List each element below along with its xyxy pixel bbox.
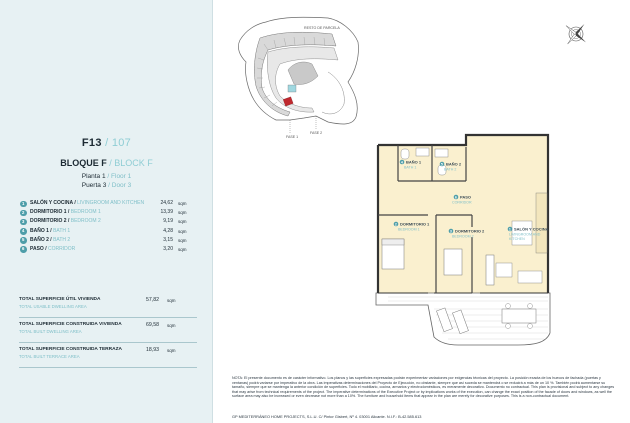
total-unit: sqm (167, 347, 176, 353)
floor-line: Planta 1 / Floor 1 (81, 173, 132, 180)
room-area-unit: sqm (178, 210, 187, 216)
room-row: 4 BAÑO 1 / BATH 1 4,28 sqm (20, 227, 198, 236)
room-area: 3,15 (163, 236, 173, 243)
plan-num: 3 (450, 229, 452, 233)
room-number-badge: 5 (20, 237, 27, 244)
block-title: BLOQUE F / BLOCK F (60, 158, 153, 168)
plan-label-en: LIVINGROOM AND (509, 233, 541, 237)
floor-plan: 4 BAÑO 1 BATH 1 5 BAÑO 2 BATH 2 6 PASO C… (375, 133, 551, 346)
total-label: TOTAL SUPERFICIE CONSTRUIDA TERRAZA (19, 347, 122, 352)
room-number-badge: 2 (20, 209, 27, 217)
disclaimer-note: NOTA: El presente documento es de caráct… (232, 376, 617, 399)
room-name-en: BATH 1 (53, 227, 71, 234)
room-number-badge: 1 (20, 200, 27, 207)
room-name: BAÑO 2 (30, 236, 49, 243)
site-fase1-label: FASE 1 (286, 135, 298, 139)
total-label-en: TOTAL USABLE DWELLING AREA (19, 304, 87, 309)
total-unit: sqm (167, 297, 176, 303)
plan-label-en: BEDROOM 2 (452, 235, 474, 239)
room-name-en: BATH 2 (53, 236, 71, 243)
room-name: BAÑO 1 (30, 227, 49, 234)
plan-label-en-2: KITCHEN (509, 237, 525, 241)
note-en: This plan is provisional and subject to … (232, 385, 615, 398)
area-totals: TOTAL SUPERFICIE ÚTIL VIVIENDA TOTAL USA… (19, 293, 197, 368)
total-label: TOTAL SUPERFICIE ÚTIL VIVIENDA (19, 297, 101, 302)
room-name: DORMITORIO 2 (30, 218, 67, 225)
room-number-badge: 4 (20, 228, 27, 235)
plan-num: 5 (441, 162, 443, 166)
unit-number: 107 (111, 137, 132, 149)
floor-label: Planta 1 (81, 173, 106, 180)
plan-num: 1 (509, 227, 511, 231)
selected-unit-marker (283, 96, 294, 107)
total-label: TOTAL SUPERFICIE CONSTRUIDA VIVIENDA (19, 322, 122, 327)
plan-num: 6 (455, 195, 457, 199)
room-row: 5 BAÑO 2 / BATH 2 3,15 sqm (20, 236, 198, 245)
info-panel: F13 / 107 BLOQUE F / BLOCK F Planta 1 / … (0, 0, 213, 423)
site-top-label: RESTO DE PARCELA (304, 26, 340, 30)
door-line: Puerta 3 / Door 3 (81, 182, 132, 189)
room-name: DORMITORIO 1 (30, 209, 67, 216)
room-area-unit: sqm (178, 219, 187, 225)
room-name: PASO (30, 245, 44, 252)
room-row: 2 DORMITORIO 1 / BEDROOM 1 13,39 sqm (20, 208, 198, 217)
room-area-unit: sqm (178, 246, 187, 252)
block-label-en: BLOCK F (114, 158, 153, 168)
room-row: 1 SALÓN Y COCINA / LIVINGROOM AND KITCHE… (20, 199, 198, 208)
plan-num: 2 (395, 222, 397, 226)
plan-label-en: BATH 2 (444, 168, 456, 172)
room-area-unit: sqm (178, 201, 187, 206)
room-name-en: CORRIDOR (47, 245, 76, 252)
room-area: 13,39 (160, 209, 173, 216)
total-label-en: TOTAL BUILT DWELLING AREA (19, 329, 82, 334)
site-plan: RESTO DE PARCELA FASE 1 FASE 2 (238, 16, 359, 139)
total-value: 69,58 (146, 322, 159, 328)
room-list: 1 SALÓN Y COCINA / LIVINGROOM AND KITCHE… (20, 199, 198, 254)
room-name-en: BEDROOM 2 (70, 218, 101, 225)
total-row: TOTAL SUPERFICIE ÚTIL VIVIENDA TOTAL USA… (19, 293, 197, 318)
total-value: 18,93 (146, 347, 159, 353)
block-label: BLOQUE F (60, 158, 107, 168)
plan-label: PASO (460, 195, 471, 200)
plan-label: SALÓN Y COCINA (514, 227, 549, 232)
unit-code: F13 (81, 137, 102, 149)
room-area: 3,20 (163, 245, 173, 252)
total-unit: sqm (167, 322, 176, 328)
plan-label: DORMITORIO 2 (455, 229, 485, 234)
total-value: 57,82 (146, 297, 159, 303)
plan-label-en: CORRIDOR (452, 201, 472, 205)
room-area: 4,28 (163, 227, 173, 234)
plan-label: BAÑO 2 (446, 162, 462, 167)
room-row: 3 DORMITORIO 2 / BEDROOM 2 9,19 sqm (20, 217, 198, 226)
door-label-en: Door 3 (111, 182, 132, 189)
room-row: 6 PASO / CORRIDOR 3,20 sqm (20, 245, 198, 254)
total-row: TOTAL SUPERFICIE CONSTRUIDA TERRAZA TOTA… (19, 343, 197, 368)
room-name: SALÓN Y COCINA (30, 200, 73, 206)
room-area: 9,19 (163, 218, 173, 225)
plan-label-en: BEDROOM 1 (398, 228, 420, 232)
floor-label-en: Floor 1 (111, 173, 132, 180)
total-row: TOTAL SUPERFICIE CONSTRUIDA VIVIENDA TOT… (19, 318, 197, 343)
note-es: NOTA: El presente documento es de caráct… (232, 376, 606, 389)
room-area-unit: sqm (178, 237, 187, 243)
plan-label-en: BATH 1 (404, 166, 416, 170)
room-name-en: BEDROOM 1 (70, 209, 101, 216)
company-footer: GP MEDITERRÁNEO HOME PROJECTS, S.L.U. C/… (232, 414, 422, 419)
room-number-badge: 3 (20, 218, 27, 226)
plan-label: DORMITORIO 1 (400, 222, 430, 227)
plan-num: 4 (401, 160, 403, 164)
room-area: 24,62 (160, 200, 173, 206)
unit-separator: / (101, 137, 112, 149)
site-fase2-label: FASE 2 (310, 131, 322, 135)
compass-rose-icon (565, 24, 586, 45)
room-name-en: LIVINGROOM AND KITCHEN (77, 200, 145, 206)
room-number-badge: 6 (20, 246, 27, 253)
unit-title: F13 / 107 (0, 137, 213, 149)
room-area-unit: sqm (178, 228, 187, 234)
total-label-en: TOTAL BUILT TERRACE AREA (19, 354, 80, 359)
door-label: Puerta 3 (81, 182, 107, 189)
plan-label: BAÑO 1 (406, 160, 422, 165)
